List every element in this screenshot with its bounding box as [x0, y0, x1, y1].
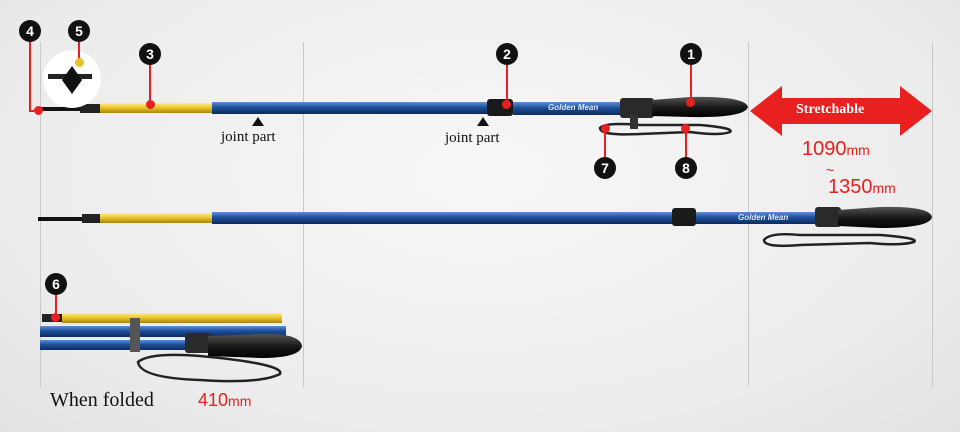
- joint-part-label-2: joint part: [445, 130, 500, 146]
- length-separator: ~: [826, 162, 835, 178]
- stretchable-arrow: [750, 86, 932, 136]
- callout-leaders: [29, 40, 692, 317]
- brand-label-top: Golden Mean: [548, 103, 599, 112]
- callout-6: 6: [45, 273, 67, 295]
- length-min: 1090mm: [802, 138, 870, 160]
- callout-4: 4: [19, 20, 41, 42]
- callout-2: 2: [496, 43, 518, 65]
- guide-line-right-2: [932, 42, 933, 387]
- callout-dot-3: [146, 100, 155, 109]
- joint-marker-1: [252, 117, 264, 126]
- callout-dot-7: [601, 124, 610, 133]
- stretchable-label: Stretchable: [796, 102, 865, 117]
- callout-5: 5: [68, 20, 90, 42]
- callout-dot-8: [681, 124, 690, 133]
- joint-part-label-1: joint part: [221, 129, 276, 145]
- joint-marker-2: [477, 117, 489, 126]
- pole-folded: [40, 313, 302, 383]
- callout-dot-6: [51, 313, 60, 322]
- guide-line-left: [40, 42, 41, 387]
- pole-extended-middle: [38, 206, 932, 248]
- folded-length: 410mm: [198, 390, 252, 410]
- brand-label-middle: Golden Mean: [738, 213, 789, 222]
- callout-3: 3: [139, 43, 161, 65]
- callout-1: 1: [680, 43, 702, 65]
- callout-dot-5: [75, 58, 84, 67]
- callout-dot-4: [34, 106, 43, 115]
- callout-7: 7: [594, 157, 616, 179]
- when-folded-label: When folded: [50, 389, 154, 411]
- callout-dot-1: [686, 98, 695, 107]
- callout-dot-2: [502, 100, 511, 109]
- pole-extended-top: [36, 96, 748, 136]
- callout-8: 8: [675, 157, 697, 179]
- length-max: 1350mm: [828, 176, 896, 198]
- tip-detail: [43, 50, 101, 108]
